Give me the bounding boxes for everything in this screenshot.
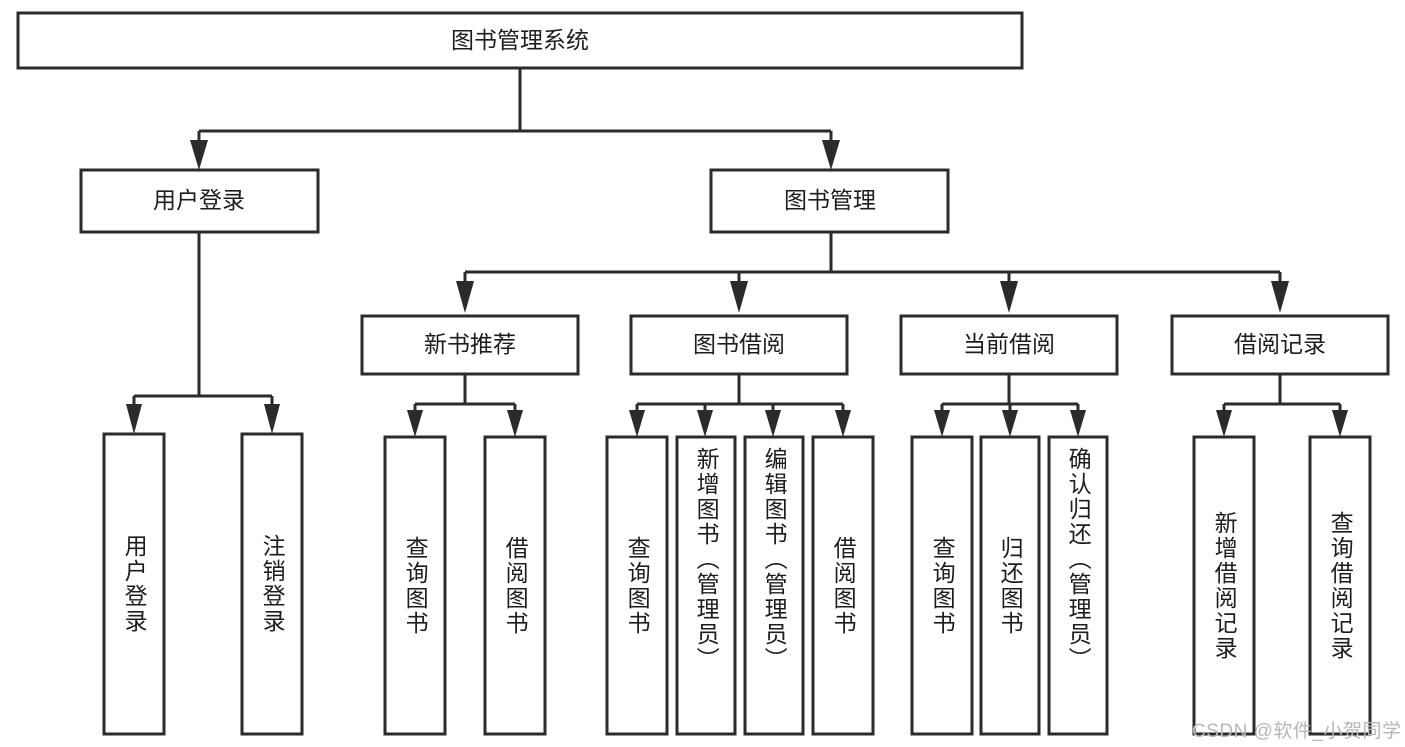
node-new-book-recommend[interactable]: 新书推荐 — [360, 314, 580, 376]
node-root-label: 图书管理系统 — [451, 27, 589, 53]
leaf-confirm-return-box[interactable] — [1047, 435, 1109, 736]
arrow-head-leaf-borrow-book-2 — [835, 410, 851, 437]
leaf-query-book-1-box[interactable] — [383, 435, 447, 736]
connector-group-new-book-recommend-to-leaves — [407, 374, 523, 437]
node-current-borrow[interactable]: 当前借阅 — [899, 314, 1119, 376]
arrow-head-user-login — [190, 140, 208, 170]
node-borrow-record-box[interactable] — [1170, 314, 1390, 376]
leaf-boxes-user-login — [102, 432, 304, 736]
arrow-head-leaf-query-book-2 — [629, 410, 645, 437]
leaf-boxes-borrow-record — [1192, 435, 1372, 736]
connector-group-root-to-level2 — [190, 68, 840, 170]
leaf-edit-book-box[interactable] — [743, 435, 805, 736]
connector-group-current-borrow-to-leaves — [934, 374, 1086, 437]
arrow-head-borrow-record — [1271, 281, 1289, 313]
arrow-head-leaf-user-login — [126, 404, 142, 434]
arrow-head-book-borrow — [730, 281, 748, 313]
node-user-login-label: 用户登录 — [153, 187, 245, 213]
arrow-head-leaf-logout — [264, 404, 280, 434]
node-book-management-box[interactable] — [709, 168, 950, 234]
connector-group-borrow-record-to-leaves — [1216, 374, 1348, 437]
connector-group-user-login-to-leaves — [126, 232, 280, 434]
node-current-borrow-box[interactable] — [899, 314, 1119, 376]
arrow-head-leaf-return-book — [1002, 410, 1018, 437]
leaf-user-login-box[interactable] — [102, 432, 166, 736]
leaf-borrow-book-2-box[interactable] — [811, 435, 875, 736]
leaf-query-record-box[interactable] — [1308, 435, 1372, 736]
node-borrow-record[interactable]: 借阅记录 — [1170, 314, 1390, 376]
arrow-head-leaf-confirm-return — [1070, 410, 1086, 437]
node-book-management-label: 图书管理 — [784, 187, 876, 213]
leaf-boxes-current-borrow — [910, 435, 1109, 736]
leaf-query-book-3-box[interactable] — [910, 435, 974, 736]
node-book-borrow-label: 图书借阅 — [693, 331, 785, 357]
node-new-book-recommend-box[interactable] — [360, 314, 580, 376]
arrow-head-leaf-add-record — [1216, 410, 1232, 437]
node-root-box[interactable] — [16, 11, 1024, 70]
node-new-book-recommend-label: 新书推荐 — [424, 331, 516, 357]
node-root[interactable]: 图书管理系统 — [16, 11, 1024, 70]
arrow-head-leaf-edit-book — [765, 410, 781, 437]
arrow-head-book-management — [822, 140, 840, 170]
connector-group-book-management-to-level3 — [456, 232, 1289, 313]
node-user-login[interactable]: 用户登录 — [79, 168, 320, 234]
node-user-login-box[interactable] — [79, 168, 320, 234]
arrow-head-leaf-add-book — [697, 410, 713, 437]
arrow-head-leaf-query-book-1 — [407, 410, 423, 437]
leaf-add-book-box[interactable] — [675, 435, 737, 736]
leaf-boxes-book-borrow — [605, 435, 875, 736]
node-borrow-record-label: 借阅记录 — [1234, 331, 1326, 357]
leaf-add-record-box[interactable] — [1192, 435, 1256, 736]
csdn-watermark: CSDN @软件_小贺同学 — [1192, 721, 1402, 742]
arrow-head-leaf-query-record — [1332, 410, 1348, 437]
leaf-borrow-book-1-box[interactable] — [483, 435, 547, 736]
node-current-borrow-label: 当前借阅 — [963, 331, 1055, 357]
leaf-query-book-2-box[interactable] — [605, 435, 669, 736]
leaf-return-book-box[interactable] — [979, 435, 1041, 736]
node-book-borrow-box[interactable] — [629, 314, 849, 376]
leaf-logout-box[interactable] — [240, 432, 304, 736]
connector-group-book-borrow-to-leaves — [629, 374, 851, 437]
arrow-head-new-book-recommend — [456, 281, 474, 313]
node-book-management[interactable]: 图书管理 — [709, 168, 950, 234]
leaf-boxes-new-book-recommend — [383, 435, 547, 736]
arrow-head-current-borrow — [1000, 281, 1018, 313]
arrow-head-leaf-borrow-book-1 — [507, 410, 523, 437]
node-book-borrow[interactable]: 图书借阅 — [629, 314, 849, 376]
arrow-head-leaf-query-book-3 — [934, 410, 950, 437]
